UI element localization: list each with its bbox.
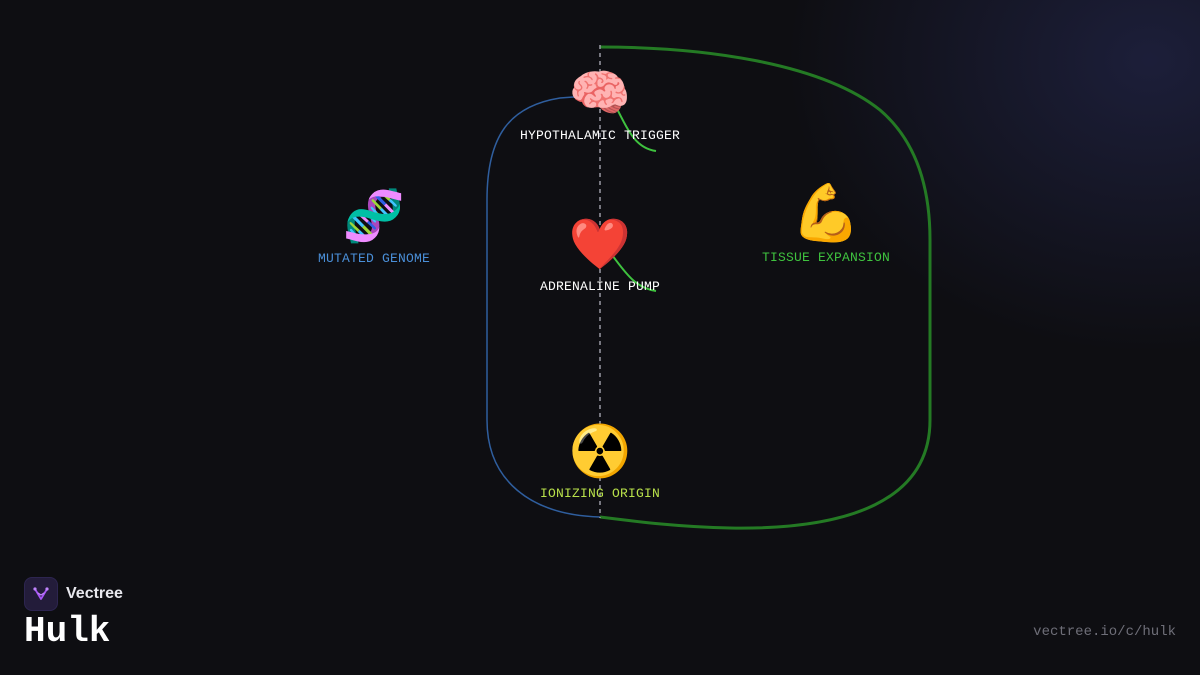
node-label: HYPOTHALAMIC TRIGGER bbox=[519, 128, 681, 143]
node-label: MUTATED GENOME bbox=[317, 251, 431, 266]
radioactive-icon: ☢️ bbox=[568, 427, 632, 484]
dna-icon: 🧬 bbox=[342, 192, 406, 249]
heart-icon: ❤️ bbox=[568, 220, 632, 277]
node-hypothalamic-trigger: 🧠 HYPOTHALAMIC TRIGGER bbox=[519, 69, 681, 144]
blue-loop-path bbox=[486, 94, 601, 518]
brand-name: Vectree bbox=[66, 585, 123, 602]
node-ionizing-origin: ☢️ IONIZING ORIGIN bbox=[539, 427, 661, 502]
page-title: Hulk bbox=[24, 611, 111, 652]
node-tissue-expansion: 💪 TISSUE EXPANSION bbox=[762, 186, 890, 265]
green-link-middle bbox=[611, 254, 657, 292]
green-link-top bbox=[614, 104, 657, 152]
brand[interactable]: Vectree bbox=[24, 577, 123, 611]
node-adrenaline-pump: ❤️ ADRENALINE PUMP bbox=[539, 220, 661, 295]
green-loop-path bbox=[599, 45, 932, 530]
node-mutated-genome: 🧬 MUTATED GENOME bbox=[317, 192, 431, 267]
brain-icon: 🧠 bbox=[568, 69, 632, 126]
page-url[interactable]: vectree.io/c/hulk bbox=[1033, 624, 1176, 640]
node-label: ADRENALINE PUMP bbox=[539, 279, 661, 294]
vectree-logo-icon bbox=[24, 577, 58, 611]
flexed-bicep-icon: 💪 bbox=[791, 185, 861, 249]
node-label: TISSUE EXPANSION bbox=[761, 250, 891, 265]
node-label: IONIZING ORIGIN bbox=[539, 486, 661, 501]
